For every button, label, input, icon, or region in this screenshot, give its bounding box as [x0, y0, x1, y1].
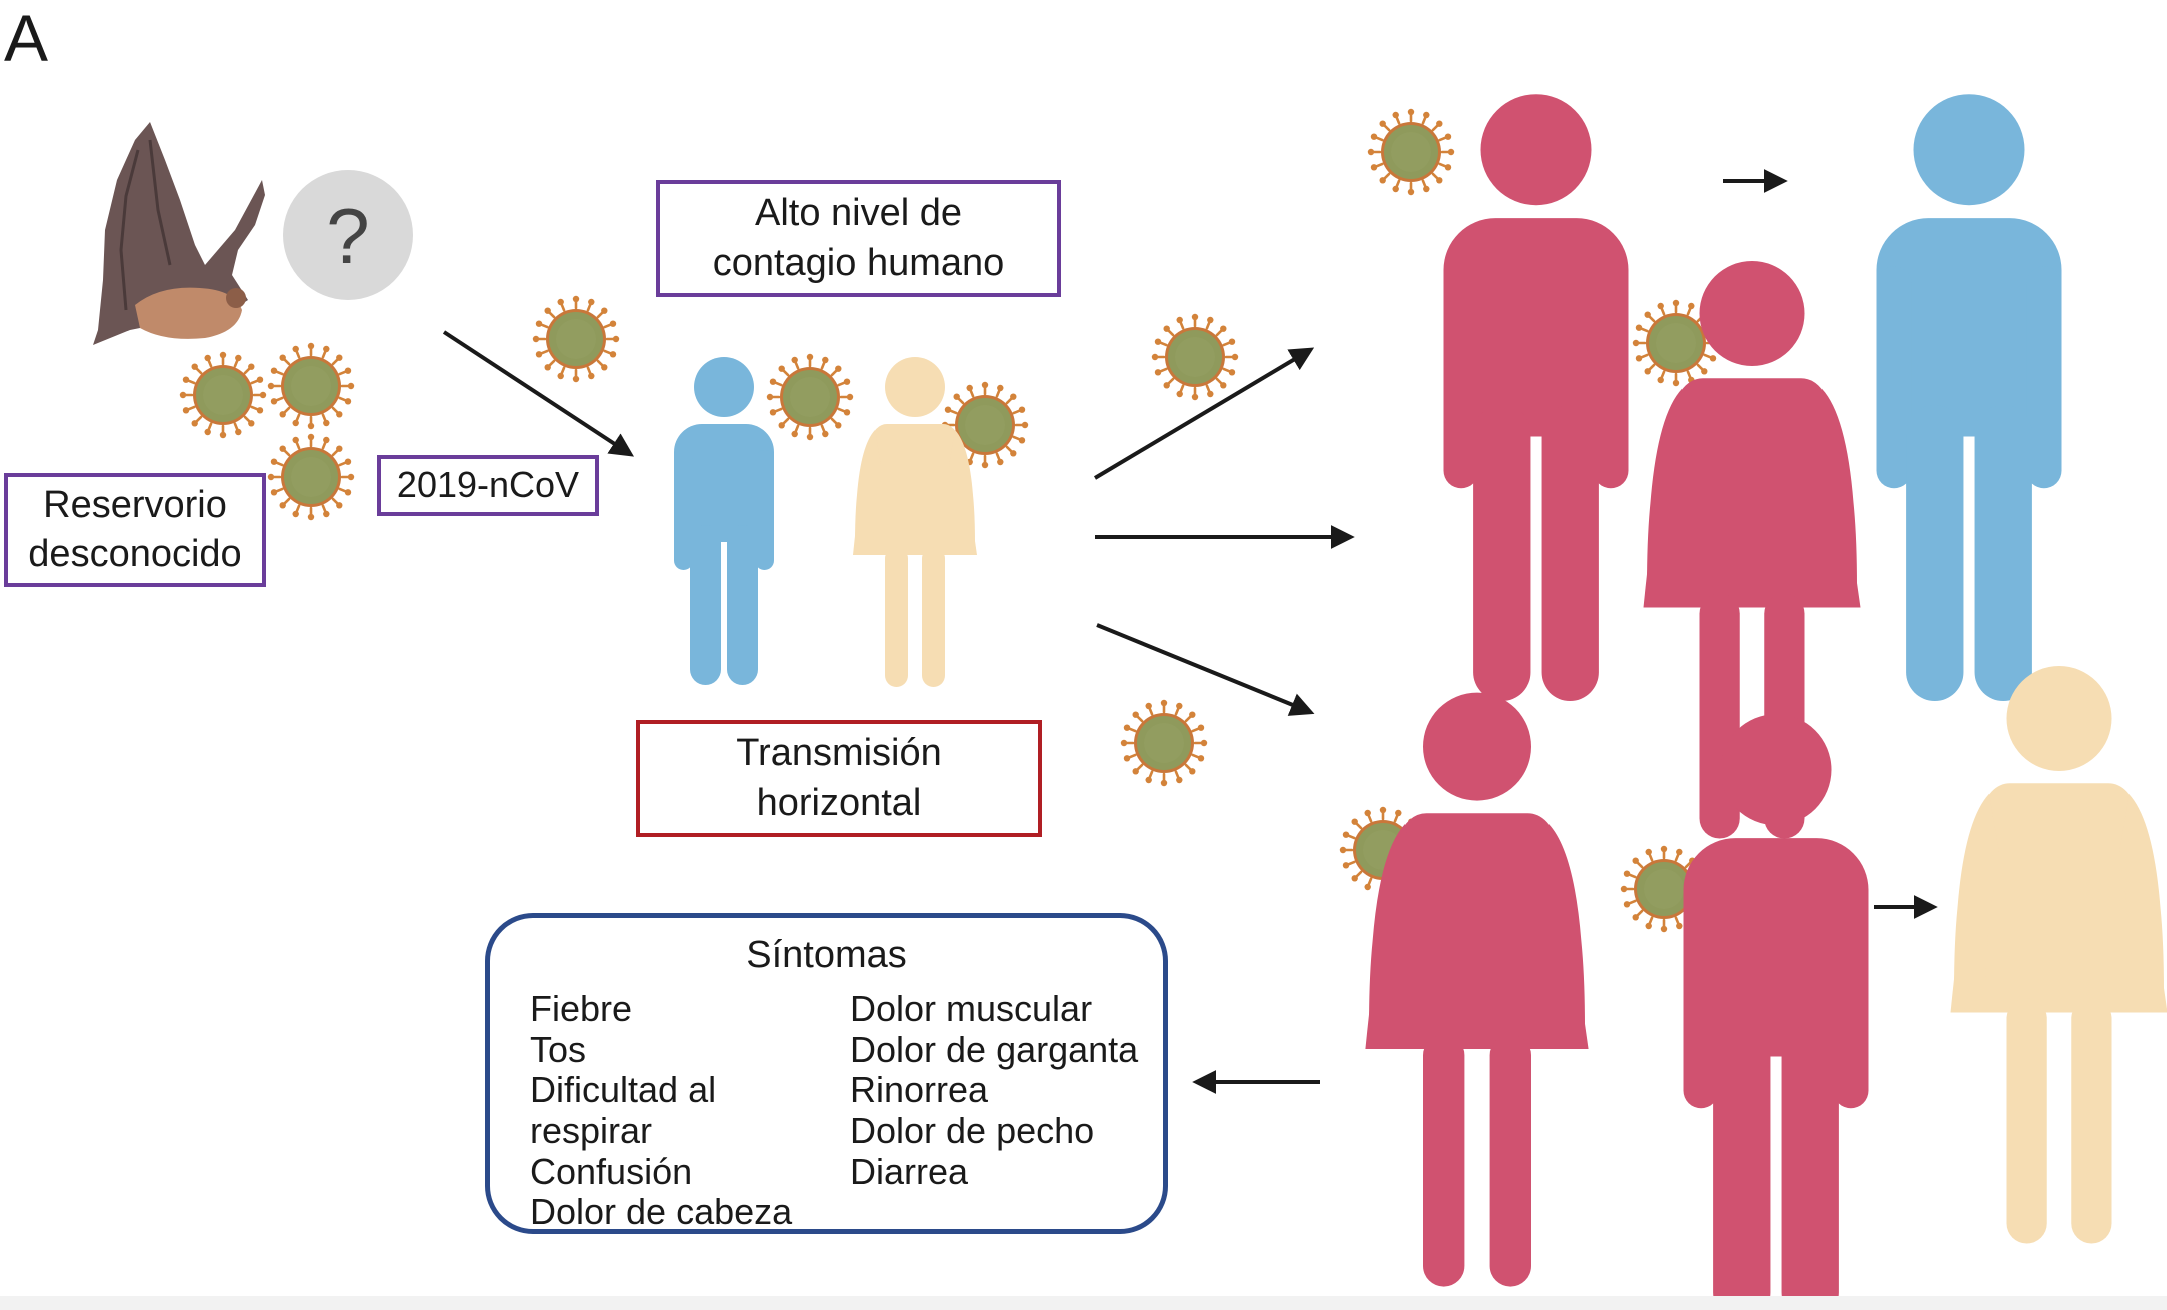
virus-icon — [1366, 107, 1456, 197]
woman-icon — [1365, 692, 1589, 1287]
virus-icon — [266, 432, 356, 522]
virus-name-label: 2019-nCoV — [396, 464, 580, 506]
virus-icon — [1119, 698, 1209, 788]
symptoms-box: Síntomas Fiebre Tos Dificultad al respir… — [485, 913, 1168, 1234]
virus-icon — [531, 294, 621, 384]
question-icon: ? — [283, 170, 413, 300]
man-icon — [1876, 94, 2062, 701]
high-contagion-line: Alto nivel de — [754, 192, 962, 235]
woman-icon — [1950, 666, 2167, 1244]
symptom-item: Confusión — [530, 1150, 693, 1192]
symptom-item: Tos — [530, 1028, 587, 1070]
reservoir-label-line: desconocido — [28, 533, 242, 575]
horizontal-transmission-line: horizontal — [756, 781, 922, 824]
virus-name-box: 2019-nCoV — [377, 455, 599, 516]
bat-icon — [93, 122, 265, 345]
symptom-item: Dolor muscular — [850, 988, 1093, 1029]
arrow-icon — [1093, 347, 1315, 480]
symptom-item: Dificultad al — [530, 1069, 717, 1111]
symptom-item: Dolor de pecho — [850, 1110, 1095, 1152]
symptom-item: Rinorrea — [850, 1069, 989, 1111]
reservoir-label-line: Reservorio — [43, 483, 227, 526]
horizontal-transmission-line: Transmisión — [736, 732, 942, 775]
symptom-item: Dolor de garganta — [850, 1028, 1139, 1070]
high-contagion-box: Alto nivel de contagio humano — [656, 180, 1061, 297]
woman-icon — [853, 357, 977, 687]
symptom-item: Dolor de cabeza — [530, 1191, 793, 1233]
arrow-icon — [1096, 623, 1315, 716]
bottom-strip — [0, 1296, 2167, 1310]
symptoms-left-column: Fiebre Tos Dificultad al respirar Confus… — [530, 988, 793, 1233]
virus-icon — [266, 341, 356, 431]
reservoir-box: Reservorio desconocido — [4, 473, 266, 587]
horizontal-transmission-box: Transmisión horizontal — [636, 720, 1042, 837]
symptom-item: Diarrea — [850, 1150, 969, 1192]
symptom-item: Fiebre — [530, 988, 633, 1029]
virus-icon — [1150, 312, 1240, 402]
question-mark: ? — [326, 192, 369, 280]
man-icon — [674, 357, 774, 685]
man-icon — [1443, 94, 1629, 701]
virus-icon — [765, 352, 855, 442]
high-contagion-line: contagio humano — [712, 241, 1005, 284]
arrow-icon — [442, 330, 635, 457]
symptoms-title: Síntomas — [746, 934, 907, 976]
panel-label: A — [4, 1, 49, 75]
virus-icon — [178, 350, 268, 440]
symptoms-right-column: Dolor muscular Dolor de garganta Rinorre… — [850, 988, 1139, 1192]
symptom-item: respirar — [530, 1110, 653, 1152]
